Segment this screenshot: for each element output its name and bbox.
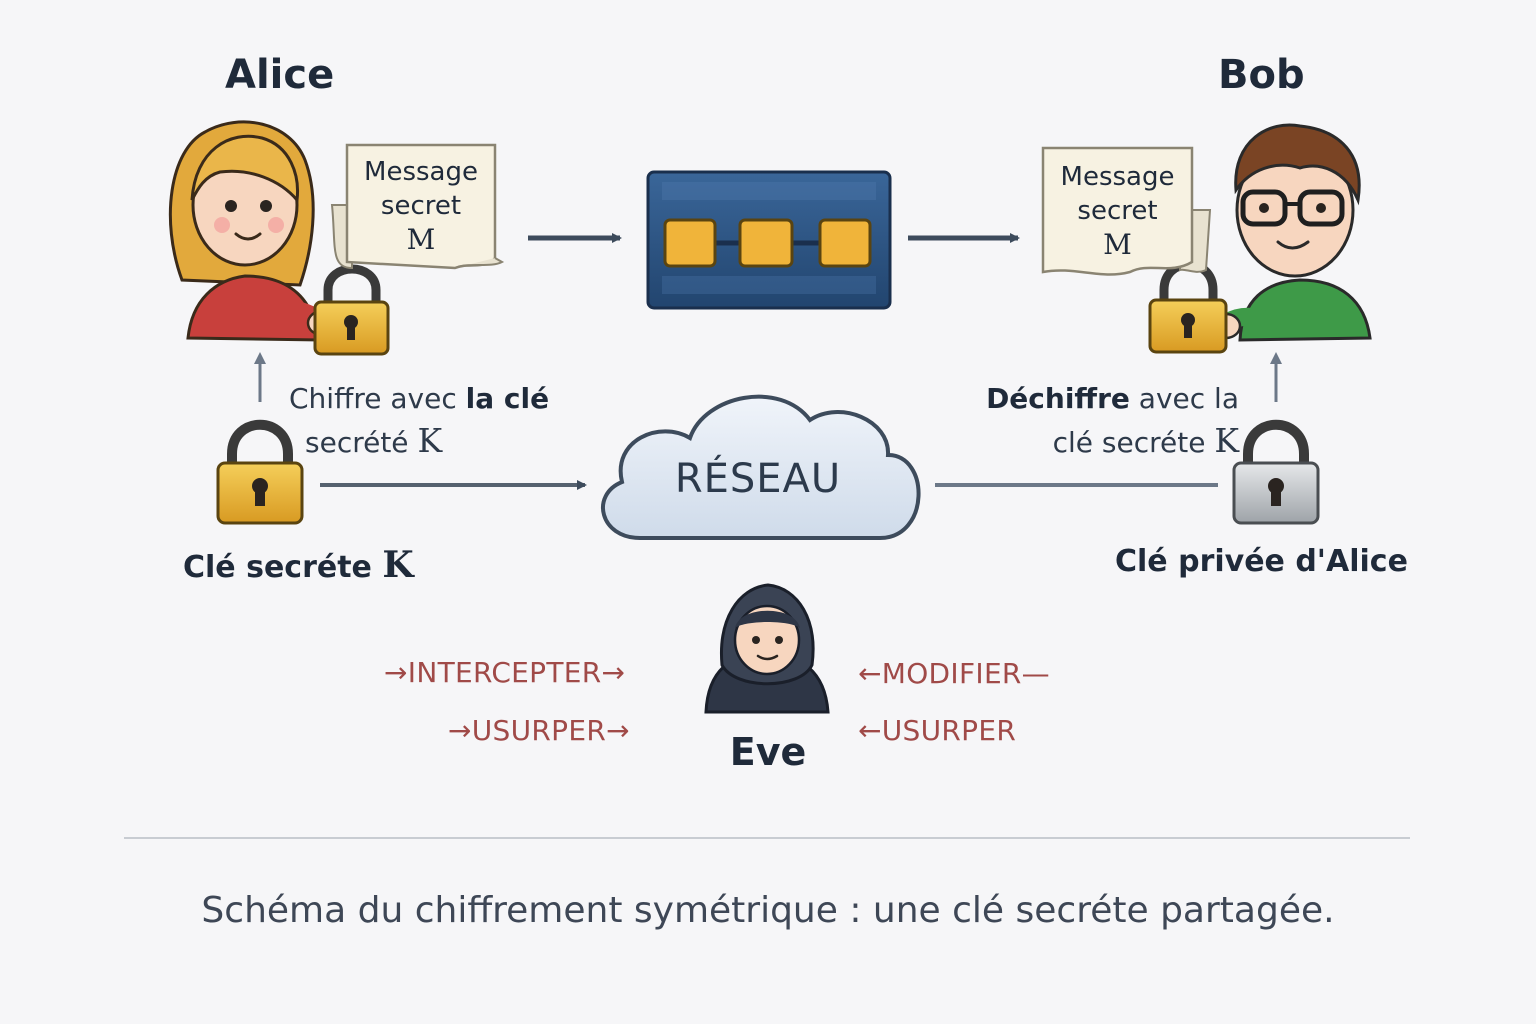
attack-usurp-left: →USURPER→ xyxy=(448,714,630,747)
alice-message-line3: M xyxy=(406,223,436,256)
encrypt-line2-text: secrété xyxy=(305,426,418,459)
encrypt-line1-bold: la clé xyxy=(465,382,550,415)
network-label: RÉSEAU xyxy=(674,456,842,502)
bob-padlock-icon xyxy=(1148,260,1228,354)
alice-message-label: Message secret M xyxy=(347,155,495,257)
bob-message-paper-icon xyxy=(1041,146,1212,276)
alice-message-line1: Message xyxy=(364,157,478,187)
secret-key-padlock-icon xyxy=(216,419,304,525)
secret-key-label-symbol: K xyxy=(382,544,414,586)
bob-message-label: Message secret M xyxy=(1043,160,1192,262)
eve-hooded-avatar-icon xyxy=(704,583,830,714)
alice-message-paper-icon xyxy=(330,143,505,270)
secret-key-label-text: Clé secréte xyxy=(183,550,383,585)
alice-padlock-icon xyxy=(313,264,390,356)
bob-message-line2: secret xyxy=(1077,196,1158,226)
decrypt-caption: Déchiffre avec la clé secréte K xyxy=(977,378,1239,464)
alice-avatar-icon xyxy=(168,120,338,342)
decrypt-line1-bold: Déchiffre xyxy=(986,382,1130,415)
secret-key-label: Clé secréte K xyxy=(183,544,414,586)
encrypt-line1-plain: Chiffre avec xyxy=(289,382,466,415)
footer-caption: Schéma du chiffrement symétrique : une c… xyxy=(201,890,1335,931)
attack-modify: ←MODIFIER— xyxy=(858,657,1050,690)
network-cloud-icon xyxy=(601,394,921,540)
cipher-block-icon xyxy=(646,170,892,310)
alice-name: Alice xyxy=(225,52,335,98)
alice-message-line2: secret xyxy=(380,191,462,221)
eve-name: Eve xyxy=(729,730,807,774)
bob-name: Bob xyxy=(1218,52,1305,98)
decrypt-line1-plain: avec la xyxy=(1129,382,1239,415)
bob-avatar-icon xyxy=(1210,123,1372,342)
private-key-label: Clé privée d'Alice xyxy=(1115,544,1408,579)
private-key-padlock-icon xyxy=(1232,419,1320,525)
encrypt-key-symbol: K xyxy=(417,421,443,460)
decrypt-line2-text: clé secréte xyxy=(1052,426,1206,459)
bob-message-line1: Message xyxy=(1060,162,1175,192)
bob-message-line3: M xyxy=(1103,228,1132,261)
encrypt-caption: Chiffre avec la clé secrété K xyxy=(289,378,549,464)
decrypt-key-symbol: K xyxy=(1214,421,1239,460)
attack-intercept: →INTERCEPTER→ xyxy=(384,656,626,689)
attack-usurp-right: ←USURPER xyxy=(858,714,1017,747)
